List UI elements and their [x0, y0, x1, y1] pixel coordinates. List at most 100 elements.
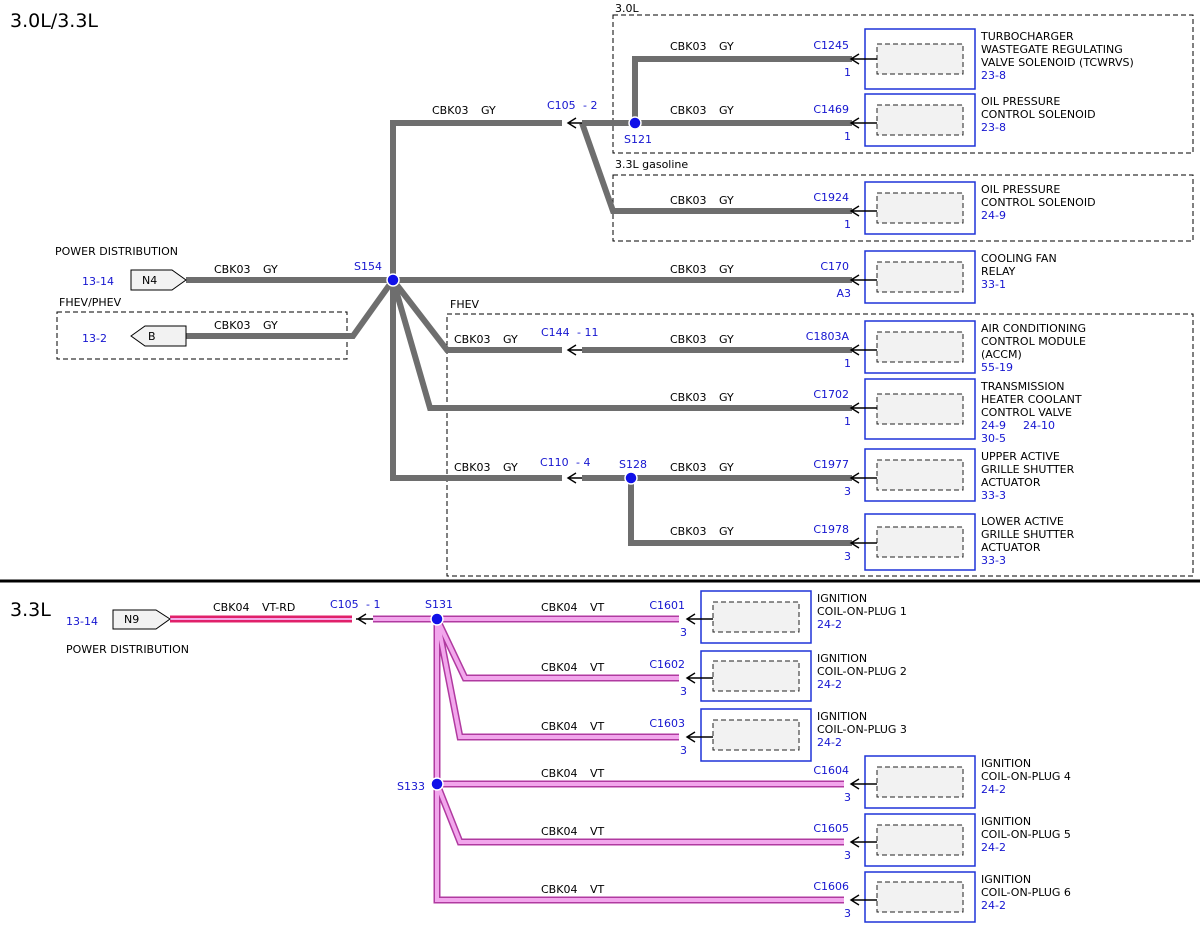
splice-label-s133: S133: [397, 780, 425, 793]
component-inner-box: [712, 719, 800, 751]
inline-connector-c110[interactable]: C110: [540, 456, 569, 469]
fhev-ref[interactable]: 13-2: [82, 332, 107, 345]
splice-dot-s131[interactable]: [430, 612, 444, 626]
component-inner-box: [876, 526, 964, 558]
component-name-line: TURBOCHARGER: [980, 30, 1074, 43]
wire-label: CBK03: [670, 40, 706, 53]
component-name-line: TRANSMISSION: [980, 380, 1064, 393]
inline-connector-c144[interactable]: C144: [541, 326, 570, 339]
connector-label[interactable]: C1601: [649, 599, 685, 612]
page-reference[interactable]: 24-2: [817, 618, 842, 631]
connector-label[interactable]: C1606: [813, 880, 849, 893]
connector-label[interactable]: C1605: [813, 822, 849, 835]
page-reference[interactable]: 33-1: [981, 278, 1006, 291]
page-reference[interactable]: 23-8: [981, 121, 1006, 134]
connector-label[interactable]: C1245: [813, 39, 849, 52]
wire-label: CBK03: [432, 104, 468, 117]
page-reference[interactable]: 33-3: [981, 554, 1006, 567]
inline-connector-c105[interactable]: C105: [547, 99, 576, 112]
group-fhev-phev: FHEV/PHEV: [56, 296, 348, 360]
wire-color: GY: [719, 40, 734, 53]
splice-label-s128: S128: [619, 458, 647, 471]
page-reference[interactable]: 24-9: [981, 419, 1006, 432]
component-inner-box: [876, 104, 964, 136]
wire-label: CBK03: [670, 391, 706, 404]
component-name-line: LOWER ACTIVE: [981, 515, 1064, 528]
component-name-line: COOLING FAN: [981, 252, 1057, 265]
group-label-fhev-phev: FHEV/PHEV: [59, 296, 122, 309]
connector-label[interactable]: C1604: [813, 764, 849, 777]
connector-label[interactable]: C1977: [813, 458, 849, 471]
connector-label[interactable]: C1978: [813, 523, 849, 536]
connector-label[interactable]: C1702: [813, 388, 849, 401]
wire-label: CBK03: [670, 525, 706, 538]
component-name-line: IGNITION: [817, 710, 867, 723]
pin-arrow-icon: [849, 53, 877, 65]
connector-label[interactable]: C1803A: [806, 330, 850, 343]
wire-color: VT-RD: [262, 601, 295, 614]
page-reference[interactable]: 33-3: [981, 489, 1006, 502]
inline-connector-pin: - 1: [366, 598, 380, 611]
component-inner-box: [712, 601, 800, 633]
splice-dot-s128[interactable]: [624, 471, 638, 485]
connector-label[interactable]: C1603: [649, 717, 685, 730]
fhev-pin: B: [148, 330, 156, 343]
pin-number: A3: [836, 287, 851, 300]
connector-label[interactable]: C1469: [813, 103, 849, 116]
inline-connector-c105-1[interactable]: C105: [330, 598, 359, 611]
page-reference[interactable]: 24-10: [1023, 419, 1055, 432]
pd-bot-ref[interactable]: 13-14: [66, 615, 98, 628]
page-reference[interactable]: 55-19: [981, 361, 1013, 374]
component-name-line: ACTUATOR: [981, 476, 1041, 489]
page-reference[interactable]: 24-2: [817, 678, 842, 691]
connector-label[interactable]: C1602: [649, 658, 685, 671]
pin-number: 1: [844, 130, 851, 143]
splice-dot-s154[interactable]: [386, 273, 400, 287]
page-reference[interactable]: 24-2: [981, 783, 1006, 796]
page-reference[interactable]: 24-9: [981, 209, 1006, 222]
pin-number: 1: [844, 415, 851, 428]
component-name-line: COIL-ON-PLUG 5: [981, 828, 1071, 841]
splice-dot-s121[interactable]: [628, 116, 642, 130]
pin-number: 3: [844, 791, 851, 804]
component-inner-box: [876, 43, 964, 75]
splice-dot-s133[interactable]: [430, 777, 444, 791]
component-name-line: OIL PRESSURE: [981, 183, 1060, 196]
component-name-line: CONTROL VALVE: [981, 406, 1072, 419]
section-title-top: 3.0L/3.3L: [10, 10, 98, 32]
pin-tag-b: [130, 325, 187, 347]
page-reference[interactable]: 23-8: [981, 69, 1006, 82]
wire-label: CBK04: [541, 825, 577, 838]
pd-top-ref[interactable]: 13-14: [82, 275, 114, 288]
power-distribution-n4: POWER DISTRIBUTION 13-14 N4: [55, 245, 187, 291]
page-reference[interactable]: 30-5: [981, 432, 1006, 445]
wire-color: GY: [481, 104, 496, 117]
wire-label: CBK03: [670, 104, 706, 117]
pin-arrow-icon: [849, 472, 877, 484]
page-reference[interactable]: 24-2: [981, 841, 1006, 854]
pin-arrow-icon: [849, 836, 877, 848]
page-reference[interactable]: 24-2: [981, 899, 1006, 912]
wire-label: CBK03: [670, 461, 706, 474]
wire-label: CBK03: [214, 319, 250, 332]
wire-label: CBK04: [541, 601, 577, 614]
connector-label[interactable]: C1924: [813, 191, 849, 204]
pd-top-pin: N4: [142, 274, 157, 287]
page-reference[interactable]: 24-2: [817, 736, 842, 749]
connector-label[interactable]: C170: [820, 260, 849, 273]
